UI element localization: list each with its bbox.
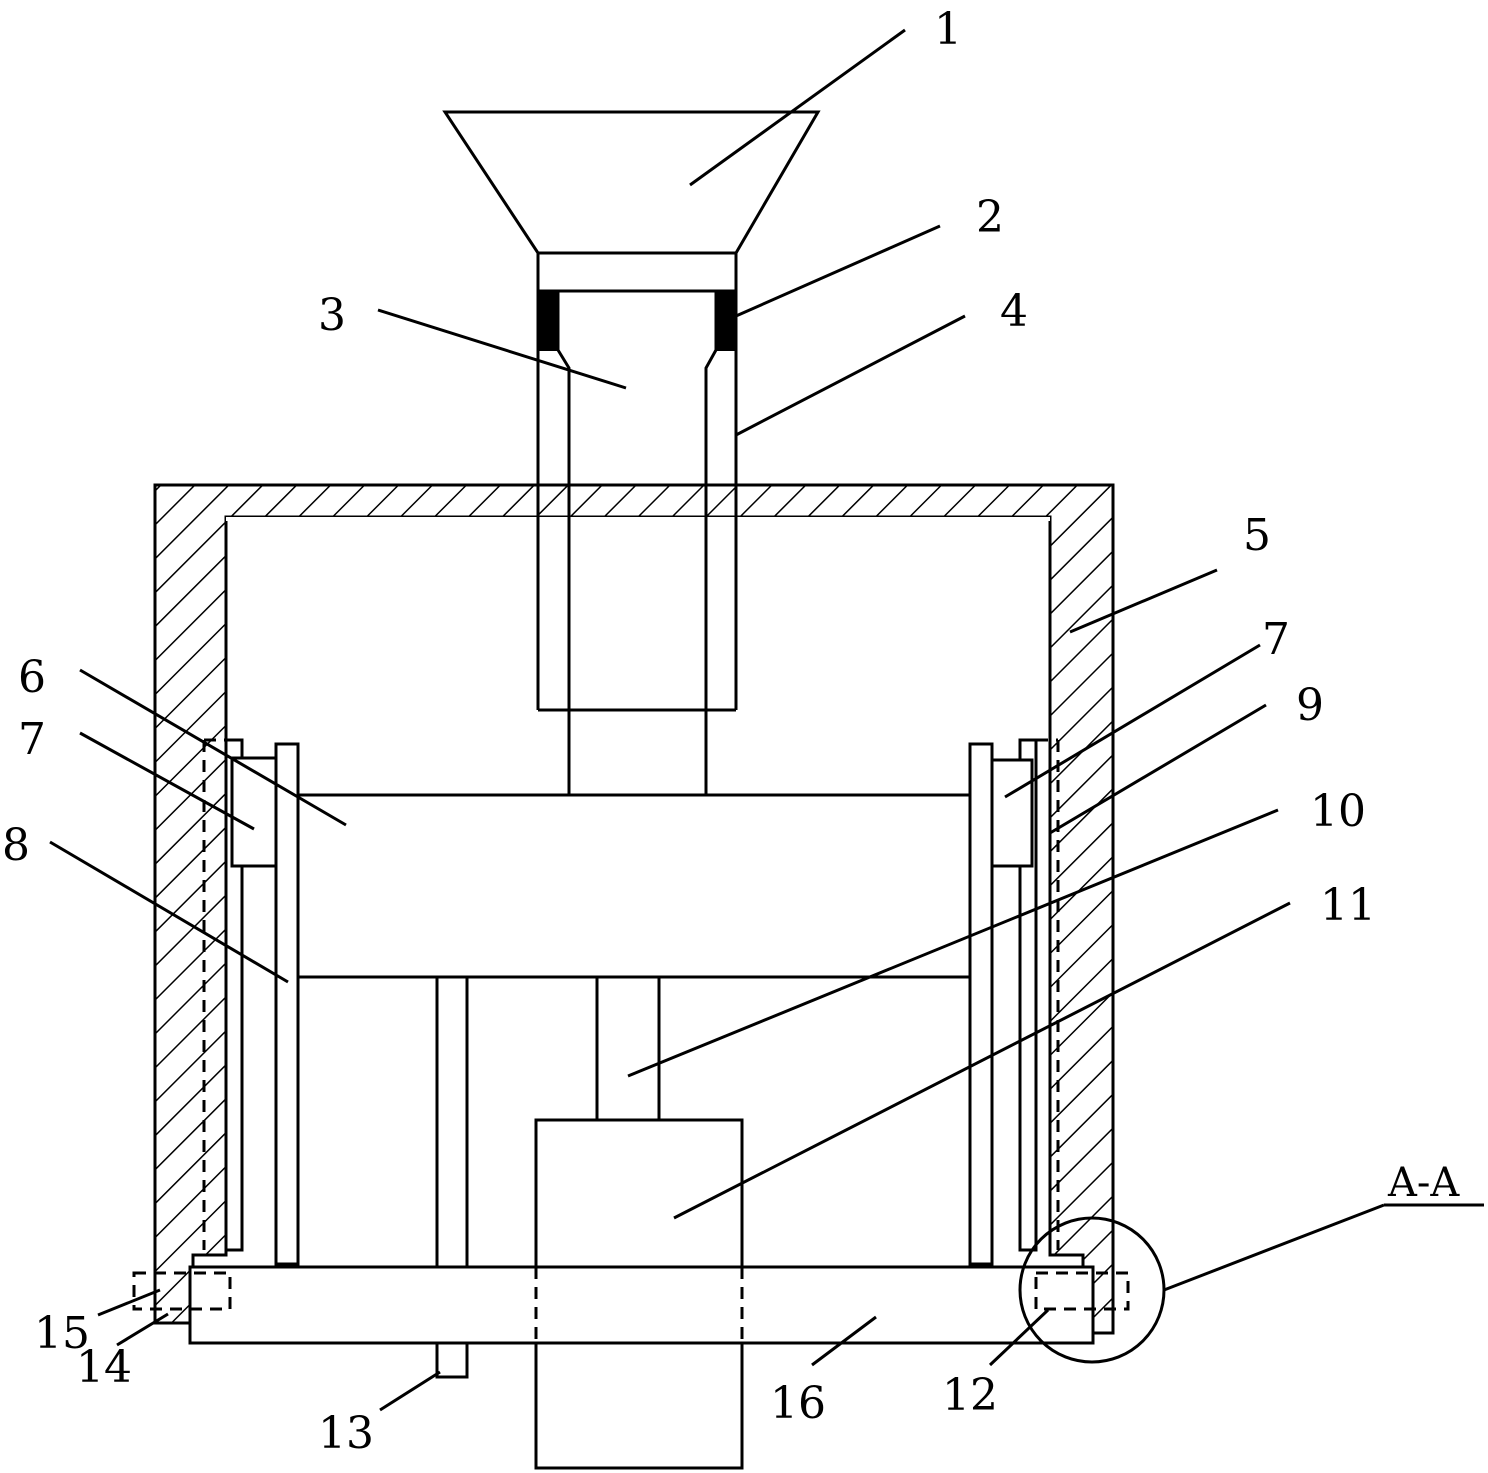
inner-feed-tube xyxy=(556,291,718,795)
label-12: 12 xyxy=(942,1370,998,1421)
seal-ring-left xyxy=(538,291,558,351)
drive-shaft xyxy=(595,975,661,1122)
right-guide-assembly xyxy=(968,738,1060,1266)
crushing-drum xyxy=(296,793,972,979)
label-10: 10 xyxy=(1310,786,1366,837)
label-16: 16 xyxy=(770,1378,826,1429)
label-3: 3 xyxy=(318,290,346,341)
label-15: 15 xyxy=(34,1308,90,1359)
motor xyxy=(534,1118,744,1470)
left-guide-assembly xyxy=(202,738,300,1266)
label-2: 2 xyxy=(976,192,1004,243)
label-8: 8 xyxy=(2,820,30,871)
label-4: 4 xyxy=(1000,286,1028,337)
right-bolt xyxy=(1034,1271,1130,1311)
label-7-left: 7 xyxy=(18,714,46,765)
label-section-a-a: A-A xyxy=(1387,1160,1460,1206)
support-column xyxy=(435,975,469,1379)
label-5: 5 xyxy=(1243,510,1271,561)
label-14: 14 xyxy=(76,1342,132,1393)
tube-collar xyxy=(536,251,738,293)
leader-lines xyxy=(49,28,1291,1412)
label-6: 6 xyxy=(18,652,46,703)
label-9: 9 xyxy=(1296,680,1324,731)
base-plate xyxy=(188,1265,1095,1345)
seal-ring-right xyxy=(716,291,736,351)
label-13: 13 xyxy=(318,1408,374,1459)
label-11: 11 xyxy=(1320,880,1376,931)
label-1: 1 xyxy=(934,4,962,55)
label-7-right: 7 xyxy=(1262,614,1290,665)
left-bolt xyxy=(132,1271,232,1311)
